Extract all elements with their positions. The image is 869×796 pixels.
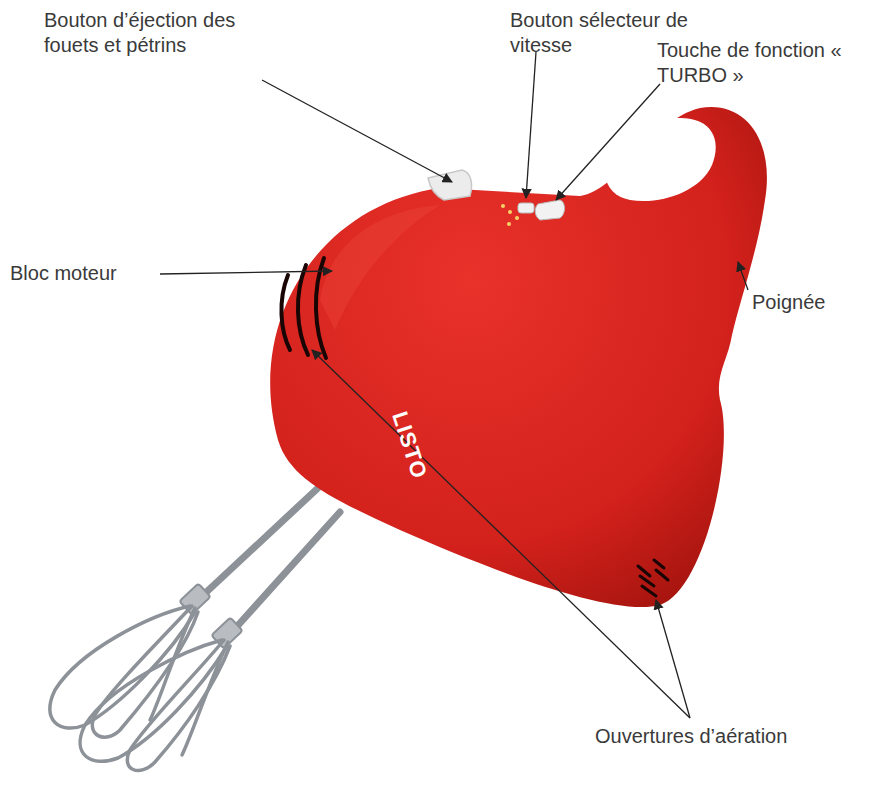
part-label: Bouton d’éjection des fouets et pétrins	[44, 8, 284, 58]
part-label: Touche de fonction « TURBO »	[657, 38, 862, 88]
eject-button	[428, 170, 472, 200]
turbo-button	[535, 200, 564, 220]
part-label: Bloc moteur	[10, 261, 160, 286]
part-label: Ouvertures d’aération	[595, 724, 865, 749]
leader-lines	[160, 52, 748, 718]
vent-slots	[638, 560, 668, 596]
speed-dots	[501, 204, 519, 226]
beaters	[50, 488, 340, 771]
motor-body	[270, 107, 767, 607]
part-label: Poignée	[752, 290, 862, 315]
speed-selector	[518, 203, 534, 213]
vent-slots	[281, 258, 326, 358]
handle-hole	[605, 118, 716, 201]
